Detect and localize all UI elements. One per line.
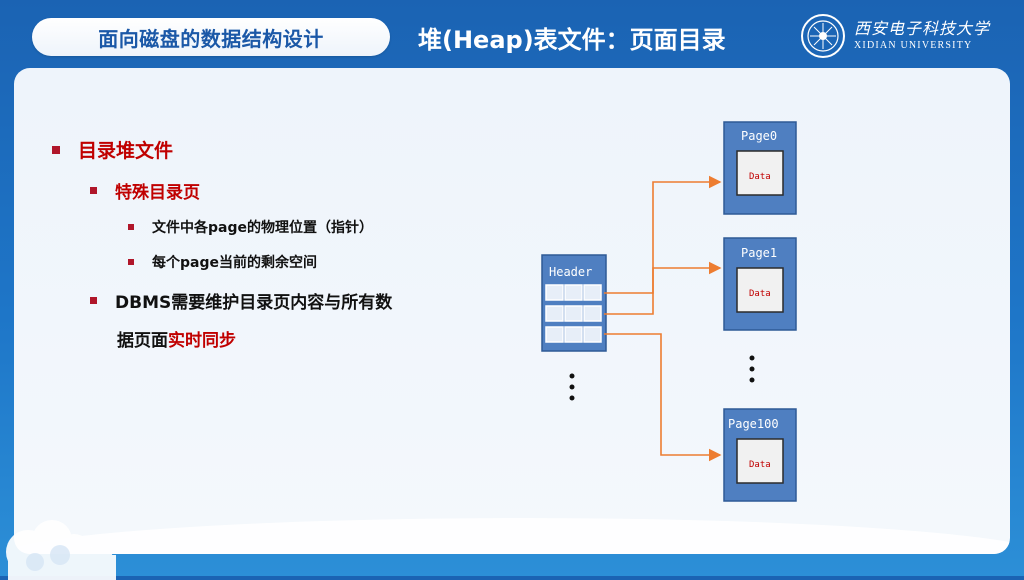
bullet-square-icon [90,297,97,304]
heap-directory-diagram: Header Page0 Data Page1 Data Page100 Dat… [541,121,797,502]
bullet-page-location: 文件中各page的物理位置（指针） [128,217,373,237]
course-title-pill: 面向磁盘的数据结构设计 [32,18,390,56]
page-label: Page100 [728,417,779,431]
bullet-text: 每个page当前的剩余空间 [152,255,317,271]
header-label: Header [549,265,592,279]
bullet-special-directory-page: 特殊目录页 [90,178,200,203]
content-panel [14,68,1010,554]
page-data-label: Data [749,460,771,470]
university-logo: 西安电子科技大学 XIDIAN UNIVERSITY [800,12,1010,60]
bullet-square-icon [52,145,60,154]
bullet-text: 文件中各page的物理位置（指针） [152,220,373,236]
decorative-swoosh [14,518,1010,554]
university-wordmark: 西安电子科技大学 XIDIAN UNIVERSITY [854,21,990,51]
bullet-text: 特殊目录页 [115,183,200,203]
university-emblem-icon [801,14,845,58]
bullet-square-icon [128,259,134,265]
bullet-page-free-space: 每个page当前的剩余空间 [128,252,317,272]
page-label: Page1 [741,246,777,260]
page-box-page0: Page0 Data [723,121,797,215]
bullet-text: 目录堆文件 [78,140,174,162]
slide-title: 堆(Heap)表文件：页面目录 [418,25,726,54]
page-box-page100: Page100 Data [723,408,797,502]
ellipsis-dots-pages [749,355,755,383]
bullet-square-icon [128,224,134,230]
bullet-text: 据页面 [117,331,168,351]
bullet-text: DBMS需要维护目录页内容与所有数 [115,293,393,313]
directory-header-box: Header [541,254,607,352]
bullet-directory-heap-file: 目录堆文件 [52,136,173,163]
page-label: Page0 [741,129,777,143]
course-title: 面向磁盘的数据结构设计 [98,26,324,51]
cloud-decoration-icon [6,520,116,580]
university-name-cn: 西安电子科技大学 [854,19,991,38]
bullet-dbms-sync-continued: 据页面实时同步 [117,326,236,351]
bullet-square-icon [90,187,97,194]
page-box-page1: Page1 Data [723,237,797,331]
university-name-en: XIDIAN UNIVERSITY [854,40,973,51]
bullet-dbms-sync: DBMS需要维护目录页内容与所有数 [90,288,392,313]
ellipsis-dots-header [569,373,575,401]
pointer-arrows [604,175,722,462]
page-data-label: Data [749,172,771,182]
page-data-label: Data [749,289,771,299]
emphasis-text: 实时同步 [168,331,236,351]
